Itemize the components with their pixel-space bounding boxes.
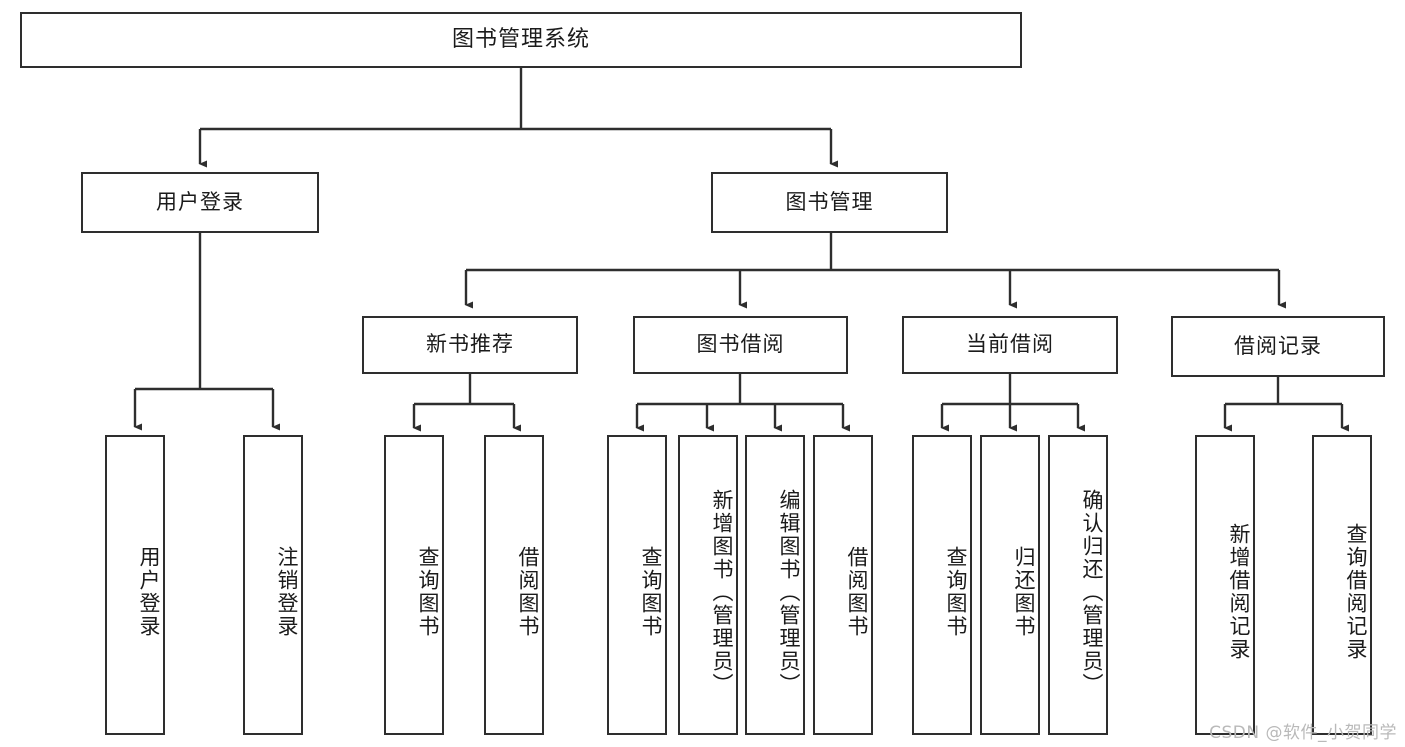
leaf-query-borrow-record[interactable]: 查询借阅记录: [1312, 435, 1372, 735]
leaf-add-book-admin[interactable]: 新增图书（管理员）: [678, 435, 738, 735]
node-new-book-recommend[interactable]: 新书推荐: [362, 316, 578, 374]
node-root-system[interactable]: 图书管理系统: [20, 12, 1022, 68]
leaf-query-book-borrow[interactable]: 查询图书: [607, 435, 667, 735]
node-current-borrow[interactable]: 当前借阅: [902, 316, 1118, 374]
leaf-user-login[interactable]: 用户登录: [105, 435, 165, 735]
node-user-login[interactable]: 用户登录: [81, 172, 319, 233]
leaf-return-book[interactable]: 归还图书: [980, 435, 1040, 735]
leaf-query-book-current[interactable]: 查询图书: [912, 435, 972, 735]
leaf-borrow-book-recommend[interactable]: 借阅图书: [484, 435, 544, 735]
leaf-edit-book-admin[interactable]: 编辑图书（管理员）: [745, 435, 805, 735]
leaf-add-borrow-record[interactable]: 新增借阅记录: [1195, 435, 1255, 735]
node-book-borrow[interactable]: 图书借阅: [633, 316, 848, 374]
leaf-logout[interactable]: 注销登录: [243, 435, 303, 735]
leaf-borrow-book[interactable]: 借阅图书: [813, 435, 873, 735]
node-book-management[interactable]: 图书管理: [711, 172, 948, 233]
leaf-confirm-return-admin[interactable]: 确认归还（管理员）: [1048, 435, 1108, 735]
leaf-query-book-recommend[interactable]: 查询图书: [384, 435, 444, 735]
node-borrow-record[interactable]: 借阅记录: [1171, 316, 1385, 377]
csdn-watermark: CSDN @软件_小贺同学: [1209, 723, 1397, 743]
